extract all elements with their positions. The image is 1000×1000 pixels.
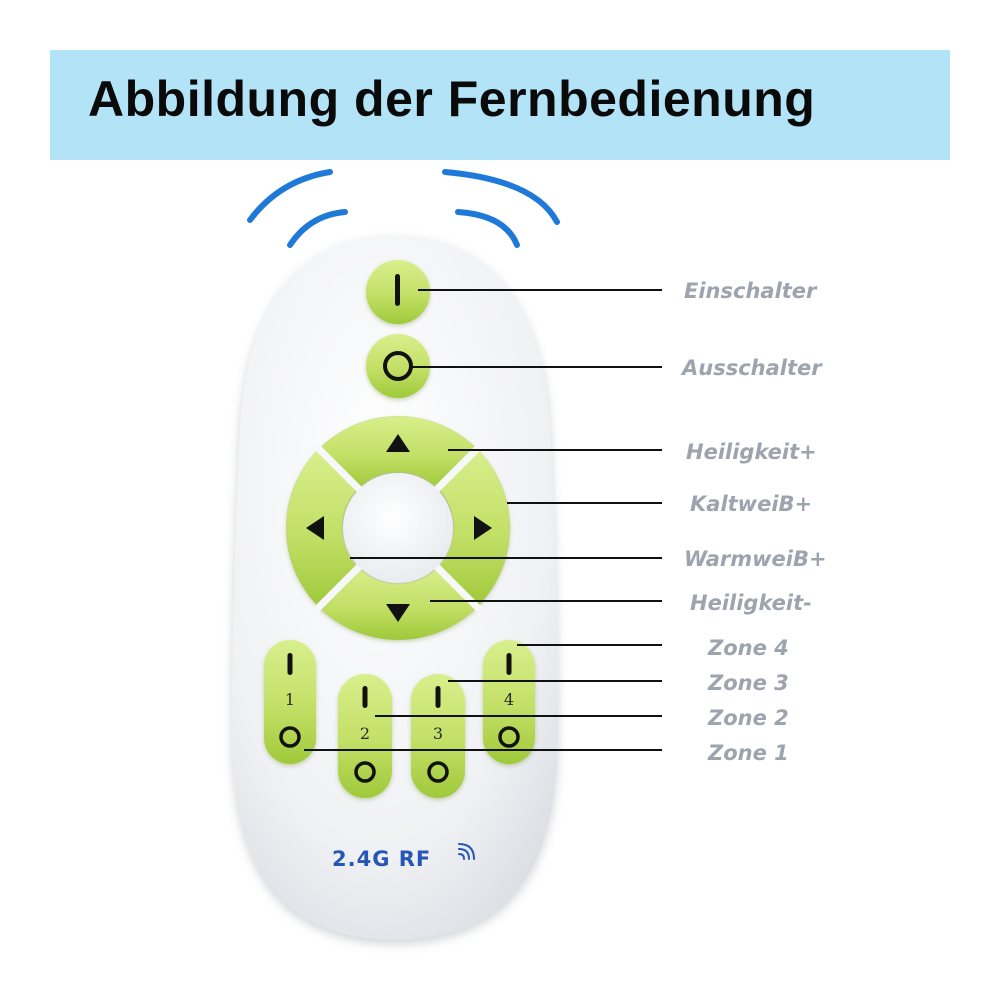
zone-4-number: 4 xyxy=(504,690,514,709)
zone-4-on-icon xyxy=(506,653,512,675)
direction-pad xyxy=(286,416,510,640)
zone-2-off-icon xyxy=(354,761,376,783)
callout-lines xyxy=(304,289,662,751)
rf-wave-icon xyxy=(458,843,475,860)
zone-3-on-icon xyxy=(435,686,441,708)
callout-label-brightness-up: Heiligkeit+ xyxy=(686,440,817,464)
signal-arc-inner-right xyxy=(455,209,520,248)
zone-1-on-icon xyxy=(287,653,293,675)
callout-label-cold-white-up: KaltweiB+ xyxy=(690,492,812,516)
dpad-center xyxy=(343,473,453,583)
callout-label-brightness-down: Heiligkeit- xyxy=(690,591,812,615)
callout-label-power-off: Ausschalter xyxy=(680,356,823,380)
arrow-right-icon xyxy=(474,516,492,540)
page-title: Abbildung der Fernbedienung xyxy=(88,71,816,127)
brightness-up-button[interactable] xyxy=(319,416,477,488)
callout-label-zone-1: Zone 1 xyxy=(707,741,789,765)
power-on-button[interactable] xyxy=(366,260,430,324)
signal-arc-outer-right xyxy=(442,169,560,225)
arrow-down-icon xyxy=(386,604,410,622)
brand-label: 2.4G RF xyxy=(332,847,431,871)
brightness-down-button[interactable] xyxy=(319,568,477,640)
callout-label-warm-white-up: WarmweiB+ xyxy=(684,547,827,571)
callout-label-zone-2: Zone 2 xyxy=(707,706,789,730)
zone-keys: 1 2 3 4 xyxy=(264,640,535,798)
dpad-separators xyxy=(313,443,483,613)
zone-3-off-icon xyxy=(427,761,449,783)
zone-1-off-icon xyxy=(279,726,301,748)
callout-label-power-on: Einschalter xyxy=(684,279,818,303)
signal-arc-outer-left xyxy=(247,169,333,223)
zone-1-number: 1 xyxy=(285,690,295,709)
cold-white-up-button[interactable] xyxy=(438,449,510,607)
zone-4-off-icon xyxy=(498,726,520,748)
power-on-icon xyxy=(395,274,400,306)
callout-label-zone-4: Zone 4 xyxy=(707,636,789,660)
signal-arc-inner-left xyxy=(287,209,348,248)
callout-label-zone-3: Zone 3 xyxy=(707,671,789,695)
signal-icon xyxy=(247,169,560,248)
title-banner xyxy=(50,50,950,160)
zone-1-key[interactable]: 1 xyxy=(264,640,316,764)
zone-3-number: 3 xyxy=(433,724,443,743)
zone-2-number: 2 xyxy=(360,724,370,743)
arrow-left-icon xyxy=(306,516,324,540)
zone-2-on-icon xyxy=(362,686,368,708)
zone-4-key[interactable]: 4 xyxy=(483,640,535,764)
arrow-up-icon xyxy=(386,434,410,452)
zone-3-key[interactable]: 3 xyxy=(411,674,465,798)
zone-2-key[interactable]: 2 xyxy=(338,674,392,798)
